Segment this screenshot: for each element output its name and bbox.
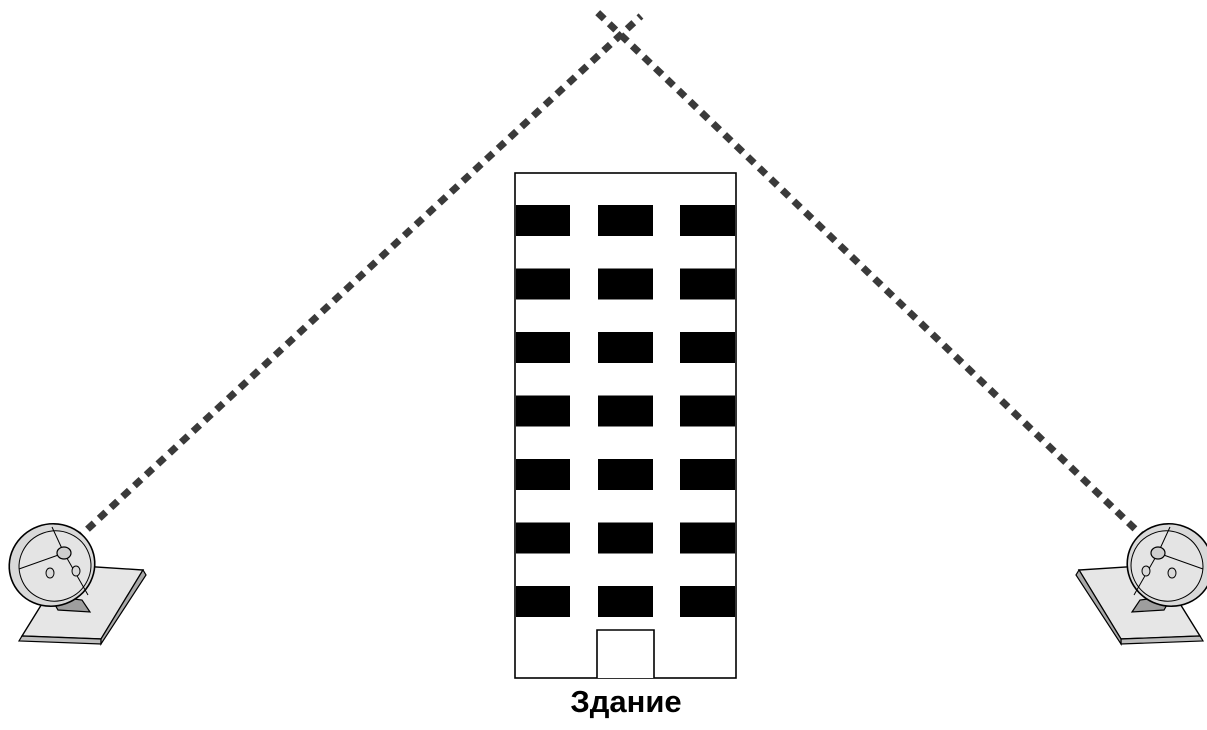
building-window (516, 459, 570, 490)
building-window (598, 332, 653, 363)
building-window (680, 396, 735, 427)
building-window (598, 586, 653, 617)
satellite-dish-icon (1076, 512, 1207, 644)
building-window (516, 586, 570, 617)
building-window (680, 269, 735, 300)
building-icon (515, 173, 736, 678)
satellite-dish-icon (0, 512, 146, 644)
building-window (516, 523, 570, 554)
building-window (598, 523, 653, 554)
building-window (516, 205, 570, 236)
building-window (680, 205, 735, 236)
building-window (680, 586, 735, 617)
building-door (597, 630, 654, 678)
building-window (516, 396, 570, 427)
building-label: Здание (0, 686, 1207, 717)
building-window (598, 269, 653, 300)
building-window (598, 205, 653, 236)
building-window (680, 332, 735, 363)
building-window (598, 396, 653, 427)
building-window (680, 523, 735, 554)
building-window (516, 269, 570, 300)
building-window (598, 459, 653, 490)
building-window (680, 459, 735, 490)
building-window (516, 332, 570, 363)
